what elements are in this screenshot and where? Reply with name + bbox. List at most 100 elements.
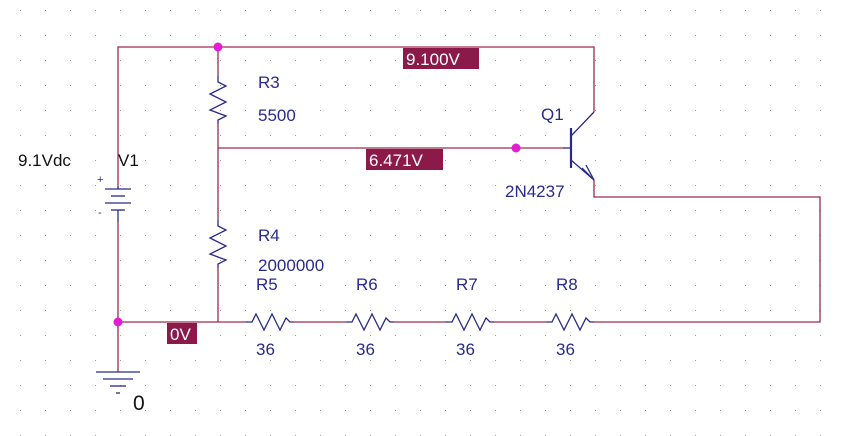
grid-dot xyxy=(20,335,21,336)
grid-dot xyxy=(270,235,271,236)
grid-dot xyxy=(595,210,596,211)
grid-dot xyxy=(595,285,596,286)
resistor-r6[interactable] xyxy=(346,312,394,332)
resistor-r8[interactable] xyxy=(546,312,594,332)
grid-dot xyxy=(520,35,521,36)
grid-dot xyxy=(545,85,546,86)
grid-dot xyxy=(395,360,396,361)
grid-dot xyxy=(45,185,46,186)
grid-dot xyxy=(220,235,221,236)
grid-dot xyxy=(295,35,296,36)
grid-dot xyxy=(95,10,96,11)
grid-dot xyxy=(195,310,196,311)
grid-dot xyxy=(745,335,746,336)
grid-dot xyxy=(220,260,221,261)
junction-ground[interactable] xyxy=(113,317,123,327)
grid-dot xyxy=(620,185,621,186)
resistor-r4[interactable] xyxy=(208,220,228,268)
grid-dot xyxy=(645,285,646,286)
grid-dot xyxy=(345,160,346,161)
grid-dot xyxy=(670,335,671,336)
grid-dot xyxy=(745,360,746,361)
junction-top[interactable] xyxy=(213,42,223,52)
grid-dot xyxy=(45,10,46,11)
grid-dot xyxy=(270,110,271,111)
grid-dot xyxy=(195,285,196,286)
grid-dot xyxy=(70,110,71,111)
grid-dot xyxy=(720,285,721,286)
grid-dot xyxy=(695,235,696,236)
grid-dot xyxy=(470,110,471,111)
grid-dot xyxy=(745,310,746,311)
grid-dot xyxy=(70,10,71,11)
source-name-label: V1 xyxy=(118,151,139,170)
grid-dot xyxy=(20,160,21,161)
grid-dot xyxy=(370,385,371,386)
grid-dot xyxy=(420,310,421,311)
resistor-r3[interactable] xyxy=(208,76,228,124)
grid-dot xyxy=(695,85,696,86)
grid-dot xyxy=(645,85,646,86)
grid-dot xyxy=(470,410,471,411)
grid-dot xyxy=(245,10,246,11)
grid-dot xyxy=(245,210,246,211)
grid-dot xyxy=(120,360,121,361)
grid-dot xyxy=(120,310,121,311)
grid-dot xyxy=(20,210,21,211)
grid-dot xyxy=(795,410,796,411)
grid-dot xyxy=(645,310,646,311)
grid-dot xyxy=(70,60,71,61)
grid-dot xyxy=(695,185,696,186)
grid-dot xyxy=(370,235,371,236)
voltage-marker-base[interactable]: 6.471V xyxy=(366,149,443,170)
voltage-marker-ground[interactable]: 0V xyxy=(167,323,197,344)
grid-dot xyxy=(320,135,321,136)
grid-dot xyxy=(645,35,646,36)
wire-emitter-return[interactable] xyxy=(593,180,821,323)
grid-dot xyxy=(120,10,121,11)
transistor-q1[interactable] xyxy=(563,111,595,181)
grid-dot xyxy=(70,310,71,311)
grid-dot xyxy=(545,60,546,61)
grid-dot xyxy=(595,10,596,11)
dc-source-v1[interactable]: + - xyxy=(97,174,131,222)
voltage-marker-top-rail[interactable]: 9.100V xyxy=(403,48,479,69)
transistor-q1-name: Q1 xyxy=(541,105,564,124)
wire-top-rail[interactable] xyxy=(117,46,595,186)
grid-dot xyxy=(70,35,71,36)
grid-dot xyxy=(320,60,321,61)
resistor-r5[interactable] xyxy=(246,312,294,332)
grid-dot xyxy=(745,260,746,261)
grid-dot xyxy=(345,285,346,286)
grid-dot xyxy=(545,410,546,411)
grid-dot xyxy=(620,210,621,211)
grid-dot xyxy=(520,110,521,111)
grid-dot xyxy=(420,10,421,11)
ground-symbol[interactable] xyxy=(96,371,140,394)
grid-dot xyxy=(545,360,546,361)
grid-dot xyxy=(445,260,446,261)
grid-dot xyxy=(220,60,221,61)
grid-dot xyxy=(595,310,596,311)
grid-dot xyxy=(145,10,146,11)
grid-dot xyxy=(745,185,746,186)
grid-dot xyxy=(245,285,246,286)
grid-dot xyxy=(670,160,671,161)
grid-dot xyxy=(470,135,471,136)
resistor-r3-value: 5500 xyxy=(258,106,296,125)
grid-dot xyxy=(595,160,596,161)
grid-dot xyxy=(570,235,571,236)
grid-dot xyxy=(770,60,771,61)
grid-dot xyxy=(745,60,746,61)
resistor-r7[interactable] xyxy=(446,312,494,332)
junction-base[interactable] xyxy=(511,143,521,153)
grid-dot xyxy=(395,260,396,261)
grid-dot xyxy=(245,385,246,386)
grid-dot xyxy=(595,335,596,336)
grid-dot xyxy=(745,135,746,136)
grid-dot xyxy=(795,85,796,86)
grid-dot xyxy=(420,110,421,111)
grid-dot xyxy=(345,110,346,111)
grid-dot xyxy=(195,35,196,36)
grid-dot xyxy=(45,135,46,136)
